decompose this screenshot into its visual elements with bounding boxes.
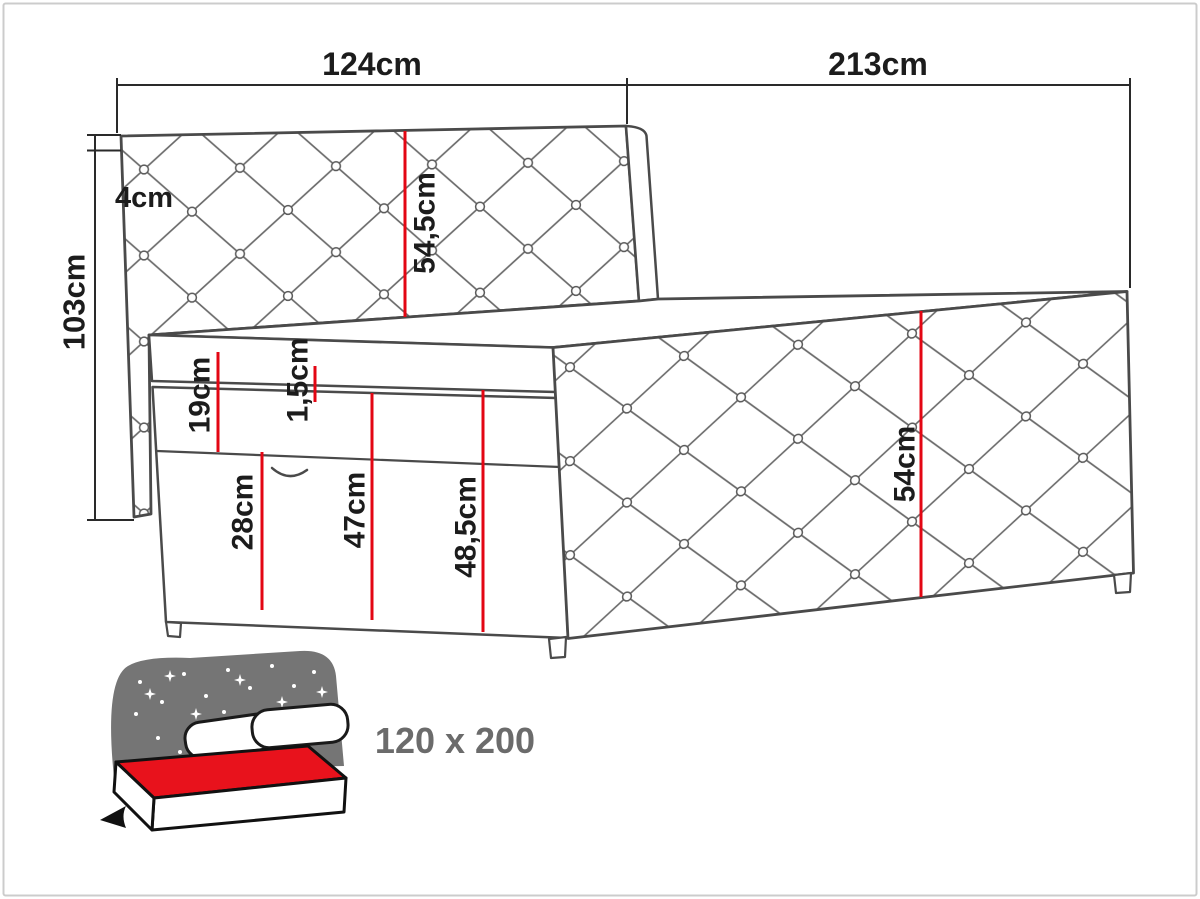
dim-label-4cm: 4cm [115,182,173,214]
dim-label-213cm: 213cm [828,46,928,82]
icon-pillows [183,702,350,760]
dimension-lines-black [87,78,1131,521]
bed-foot-center [547,635,568,660]
storage-bed-icon [100,650,350,832]
dimension-lines-red [216,131,923,632]
dim-label-47cm: 47cm [339,472,372,549]
dim-label-48-5cm: 48,5cm [450,476,483,578]
dim-label-19cm: 19cm [184,357,217,434]
bed-size-label: 120 x 200 [375,720,535,761]
dim-label-124cm: 124cm [322,46,422,82]
side-panel [551,290,1135,640]
dim-label-54-5cm: 54,5cm [409,172,442,274]
icon-arrow [100,806,126,828]
headboard-edge [624,124,660,303]
dim-label-28cm: 28cm [227,474,260,551]
icon-base-side [112,760,156,832]
dim-label-54cm: 54cm [889,426,922,503]
bed-foot-right [1112,571,1133,595]
dim-label-103cm: 103cm [57,254,92,351]
dim-label-1-5cm: 1,5cm [282,337,315,422]
drawer-line [155,449,562,469]
drawer-handle [270,466,309,478]
icon-stars [134,664,328,754]
icon-storage-box [112,744,348,832]
bed-foot-left [164,620,183,639]
